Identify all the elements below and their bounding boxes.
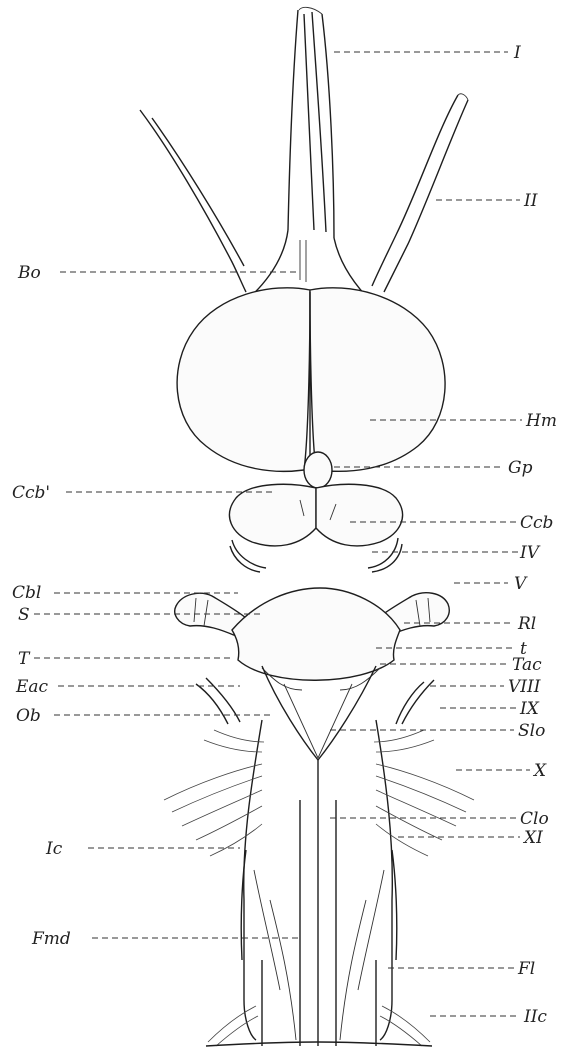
label-Fl: Fl [517,959,535,979]
label-Bo: Bo [17,263,41,283]
optic-nerve-right [372,95,468,292]
label-Eac: Eac [15,677,49,697]
label-XI: XI [522,828,543,848]
cervical-nerve-roots [208,1006,430,1046]
label-II: II [523,191,538,211]
label-IV: IV [519,543,541,563]
brain-drawing [140,7,474,1046]
olfactory-nerve [288,10,334,238]
optic-lobe-left [229,484,316,546]
label-T: T [18,649,31,669]
cerebellum [232,588,400,680]
vagus-roots [164,730,474,856]
label-Ic: Ic [45,839,63,859]
label-IX: IX [519,699,540,719]
label-Ob: Ob [16,706,41,726]
label-S: S [18,605,30,625]
label-Clo: Clo [520,809,549,829]
cerebral-hemisphere-left [177,288,310,472]
label-Cbl: Cbl [12,583,41,603]
label-Ccb: Ccb [520,513,553,533]
label-Rl: Rl [517,614,536,634]
label-VIII: VIII [508,677,541,697]
label-Hm: Hm [525,411,557,431]
labels-left: Bo Ccb' Cbl S T Eac Ob Ic Fmd [12,263,71,949]
label-V: V [514,574,528,594]
label-Gp: Gp [508,458,533,478]
label-I: I [513,43,521,63]
label-Slo: Slo [518,721,545,741]
spinal-cord [262,800,376,1046]
label-X: X [532,761,547,781]
cerebral-hemisphere-right [310,288,445,472]
optic-lobe-right [316,484,403,546]
label-IIc: IIc [523,1007,547,1027]
optic-nerve-left [140,110,246,292]
label-Tac: Tac [512,655,542,675]
label-Ccb-prime: Ccb' [12,483,50,503]
label-Fmd: Fmd [31,929,71,949]
pineal-gland [304,452,332,488]
labels-right: I II Hm Gp Ccb IV V Rl t Tac VIII IX Slo… [508,43,557,1027]
